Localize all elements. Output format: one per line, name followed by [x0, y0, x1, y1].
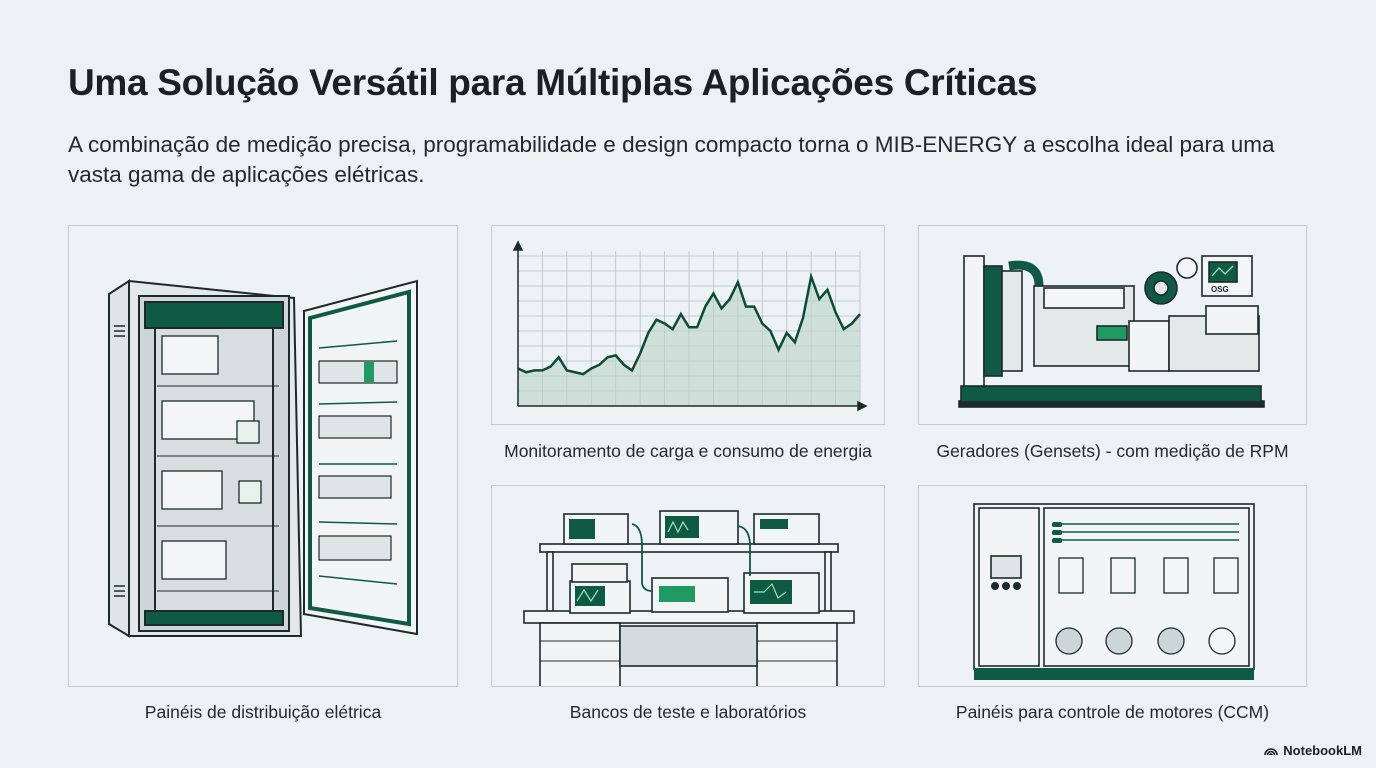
caption-gensets: Geradores (Gensets) - com medição de RPM	[936, 441, 1289, 461]
electrical-cabinet-icon	[108, 279, 418, 638]
notebooklm-icon	[1264, 748, 1279, 756]
line-chart-icon	[512, 240, 868, 412]
brand-label: NotebookLM	[1283, 743, 1362, 758]
slide-title: Uma Solução Versátil para Múltiplas Apli…	[68, 62, 1038, 103]
panel-mcc	[918, 485, 1307, 687]
lab-bench-icon	[523, 510, 855, 686]
generator-panel-label: OSG	[1211, 285, 1229, 294]
panel-load-monitoring	[491, 225, 885, 425]
caption-load-monitoring: Monitoramento de carga e consumo de ener…	[504, 441, 872, 461]
motor-control-panel-icon	[973, 503, 1255, 680]
notebooklm-logo: NotebookLM	[1264, 743, 1362, 758]
caption-test-benches: Bancos de teste e laboratórios	[569, 702, 807, 722]
caption-distribution: Painéis de distribuição elétrica	[144, 702, 382, 722]
caption-mcc: Painéis para controle de motores (CCM)	[955, 702, 1270, 722]
panel-distribution	[68, 225, 458, 687]
generator-icon: OSG	[958, 255, 1265, 408]
panel-test-benches	[491, 485, 885, 687]
panel-gensets: OSG	[918, 225, 1307, 425]
slide-subtitle: A combinação de medição precisa, program…	[68, 132, 1275, 187]
